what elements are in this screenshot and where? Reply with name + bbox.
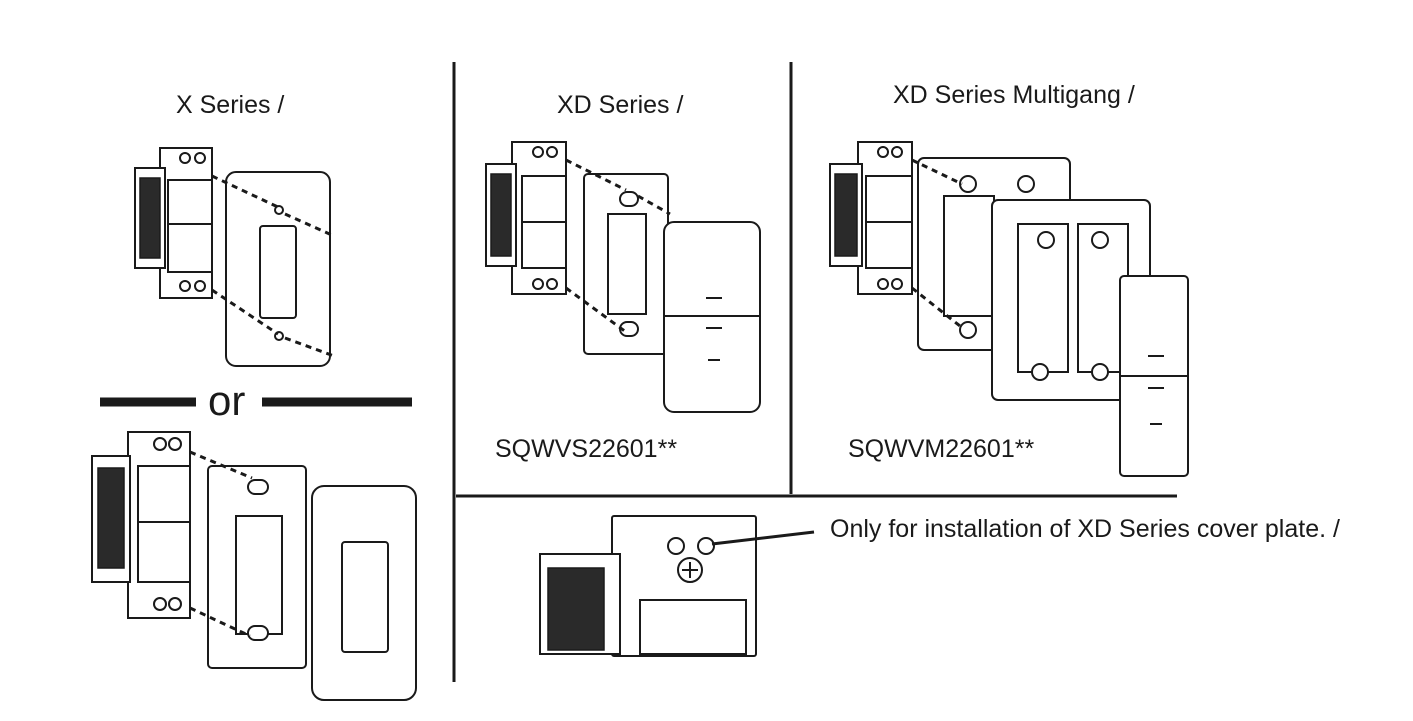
xd-multigang-dimmer-illustration bbox=[829, 141, 913, 295]
xd-series-cover-plate bbox=[663, 221, 761, 413]
x-series-screw-guides bbox=[211, 174, 335, 358]
xd-multigang-screw-guides bbox=[911, 158, 963, 328]
or-separator: or bbox=[208, 377, 246, 424]
xd-multigang-title: XD Series Multigang / bbox=[893, 81, 1135, 109]
xd-multigang-model: SQWVM22601** bbox=[848, 435, 1035, 463]
x-series-alt-cover-plate bbox=[311, 485, 417, 701]
detail-screw-hole-illustration bbox=[539, 515, 757, 657]
xd-multigang-adapter-frame bbox=[991, 199, 1151, 401]
xd-series-adapter-frame bbox=[583, 173, 669, 355]
x-series-alt-adapter-plate bbox=[207, 465, 307, 669]
x-series-alt-screw-guides bbox=[189, 450, 253, 638]
xd-series-model: SQWVS22601** bbox=[495, 435, 678, 463]
xd-multigang-cover-plate bbox=[1119, 275, 1189, 477]
x-series-cover-plate bbox=[225, 171, 331, 367]
x-series-title: X Series / bbox=[176, 91, 285, 119]
x-series-dimmer-illustration bbox=[134, 147, 213, 299]
note-leader-line bbox=[711, 530, 815, 546]
xd-series-screw-guides bbox=[565, 158, 671, 334]
x-series-alt-dimmer-illustration bbox=[91, 431, 191, 619]
xd-series-title: XD Series / bbox=[557, 91, 684, 119]
xd-series-dimmer-illustration bbox=[485, 141, 567, 295]
cover-plate-note: Only for installation of XD Series cover… bbox=[830, 515, 1340, 543]
